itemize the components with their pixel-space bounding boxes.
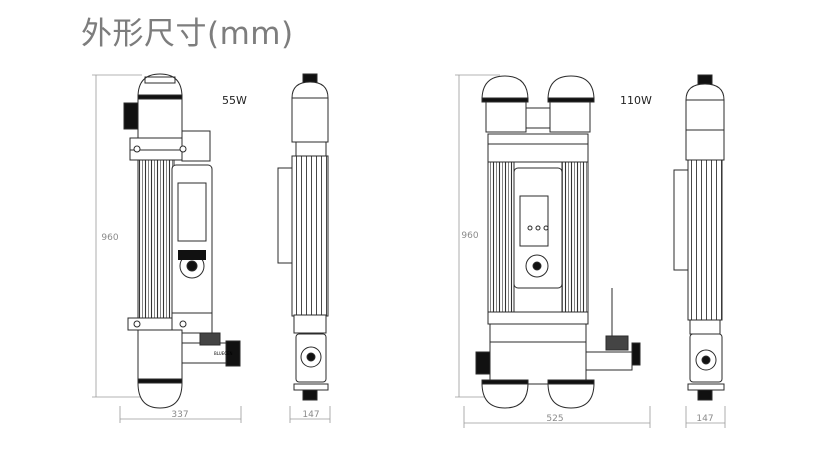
power-label-110w: 110W [620,94,652,107]
width-dimension-110w [463,406,651,428]
width-dimension-55w [119,406,242,423]
width-label-110w: 525 [546,414,563,424]
width-label-55w-side: 147 [302,410,319,420]
unit-55w-side-view: 147 [277,73,331,423]
svg-text:BLUECEN: BLUECEN [214,351,233,356]
width-dimension-55w-side [289,406,331,423]
unit-55w-front-view: 960 BLUECEN [92,73,242,423]
unit-110w-front-view: 960 [455,74,651,428]
width-label-55w: 337 [171,410,188,420]
width-dimension-110w-side [685,406,726,428]
height-dimension-55w [92,74,142,398]
width-label-110w-side: 147 [696,414,713,424]
unit-110w-side-view: 147 [673,74,726,428]
power-label-55w: 55W [222,94,247,107]
height-label-110w: 960 [461,231,478,241]
page-title: 外形尺寸(mm) [81,16,294,52]
height-label-55w: 960 [101,233,118,243]
